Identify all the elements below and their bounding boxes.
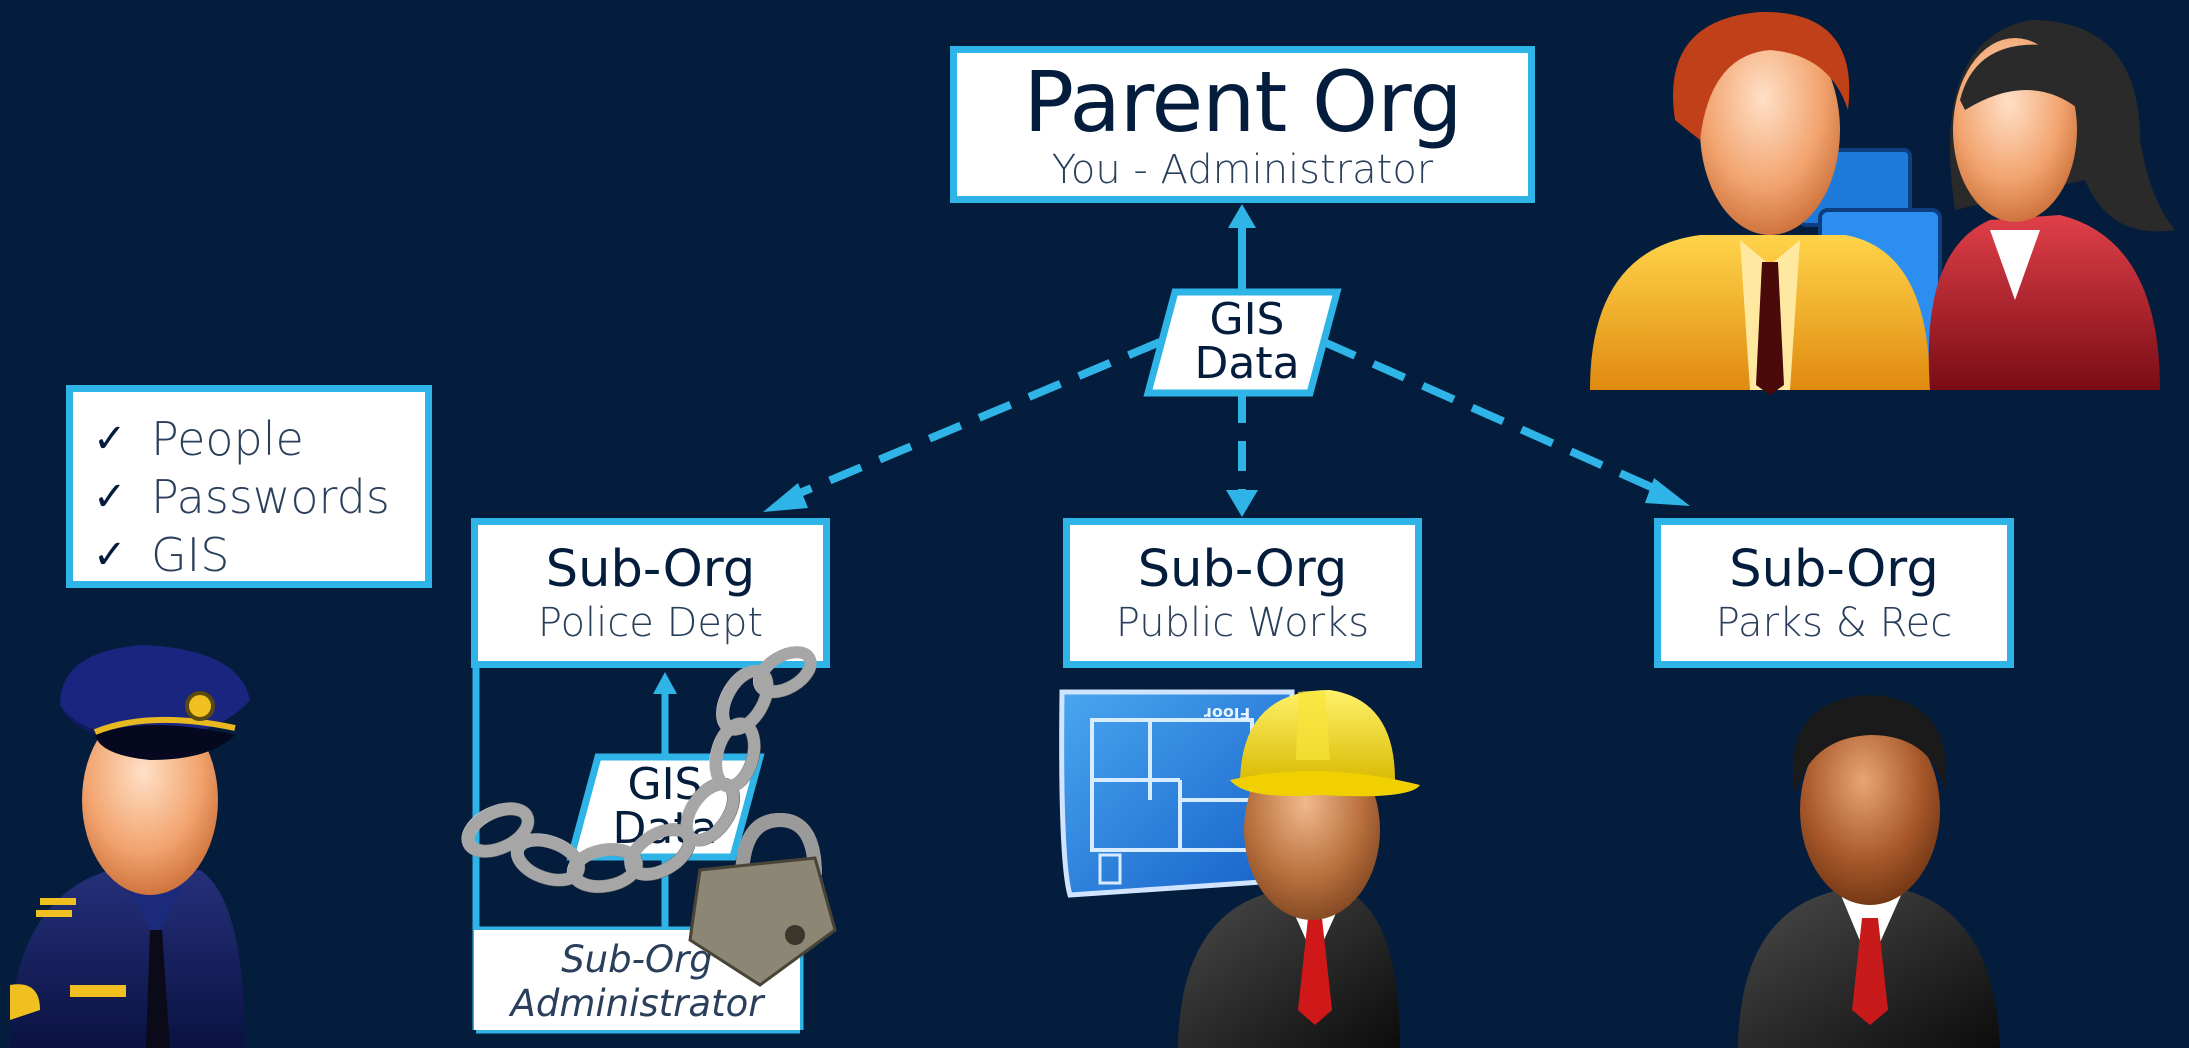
parent-org-box: Parent Org You - Administrator <box>950 46 1535 203</box>
gis-data-main-line2: Data <box>1194 338 1300 389</box>
gis-data-main: GIS Data <box>1167 292 1327 392</box>
admin-group-avatar-icon <box>1590 11 2175 395</box>
gis-data-police-line2: Data <box>612 803 718 854</box>
checklist-item: ✓ GIS <box>93 526 425 584</box>
engineer-avatar-icon <box>1178 690 1420 1048</box>
businessman-avatar-icon <box>1738 695 2000 1048</box>
suborg-name: Parks & Rec <box>1715 600 1953 646</box>
checkmark-icon: ✓ <box>93 474 127 520</box>
suborg-title: Sub-Org <box>1137 540 1348 599</box>
suborg-administrator-line1: Sub-Org <box>561 938 713 981</box>
parent-org-title: Parent Org <box>1023 53 1462 151</box>
checklist-item: ✓ Passwords <box>93 468 425 526</box>
parent-org-subtitle: You - Administrator <box>1051 147 1434 193</box>
checklist-item-label: Passwords <box>151 470 390 524</box>
gis-data-police-line1: GIS <box>627 759 703 810</box>
arrowhead-parks <box>1645 478 1690 506</box>
gis-data-main-line1: GIS <box>1209 294 1285 345</box>
suborg-box-public-works: Sub-Org Public Works <box>1063 518 1422 668</box>
blueprint-label: Floor <box>1204 704 1250 723</box>
connector-gis-to-parks <box>1322 338 1660 494</box>
suborg-administrator-line2: Administrator <box>510 982 764 1025</box>
connectors <box>763 204 1690 517</box>
arrowhead-police-inner <box>653 672 677 694</box>
checklist-box: ✓ People ✓ Passwords ✓ GIS <box>66 385 432 588</box>
gis-data-shape-main <box>1143 288 1342 397</box>
suborg-name: Police Dept <box>537 600 764 646</box>
officer-avatar-icon <box>10 645 250 1048</box>
gis-data-police: GIS Data <box>585 757 745 857</box>
arrowhead-parent <box>1228 204 1256 228</box>
checklist-item-label: People <box>151 412 304 466</box>
suborg-title: Sub-Org <box>1729 540 1939 599</box>
arrowhead-police <box>763 483 808 512</box>
checklist-item-label: GIS <box>151 528 230 582</box>
arrowhead-public-works <box>1226 490 1258 517</box>
suborg-title: Sub-Org <box>545 540 756 599</box>
suborg-box-parks-rec: Sub-Org Parks & Rec <box>1654 518 2014 668</box>
connector-gis-to-police <box>793 338 1162 499</box>
checklist-item: ✓ People <box>93 410 425 468</box>
suborg-administrator-label: Sub-Org Administrator <box>474 930 800 1030</box>
checkmark-icon: ✓ <box>93 416 127 462</box>
suborg-box-police: Sub-Org Police Dept <box>471 518 830 668</box>
checkmark-icon: ✓ <box>93 532 127 578</box>
suborg-name: Public Works <box>1115 600 1370 646</box>
